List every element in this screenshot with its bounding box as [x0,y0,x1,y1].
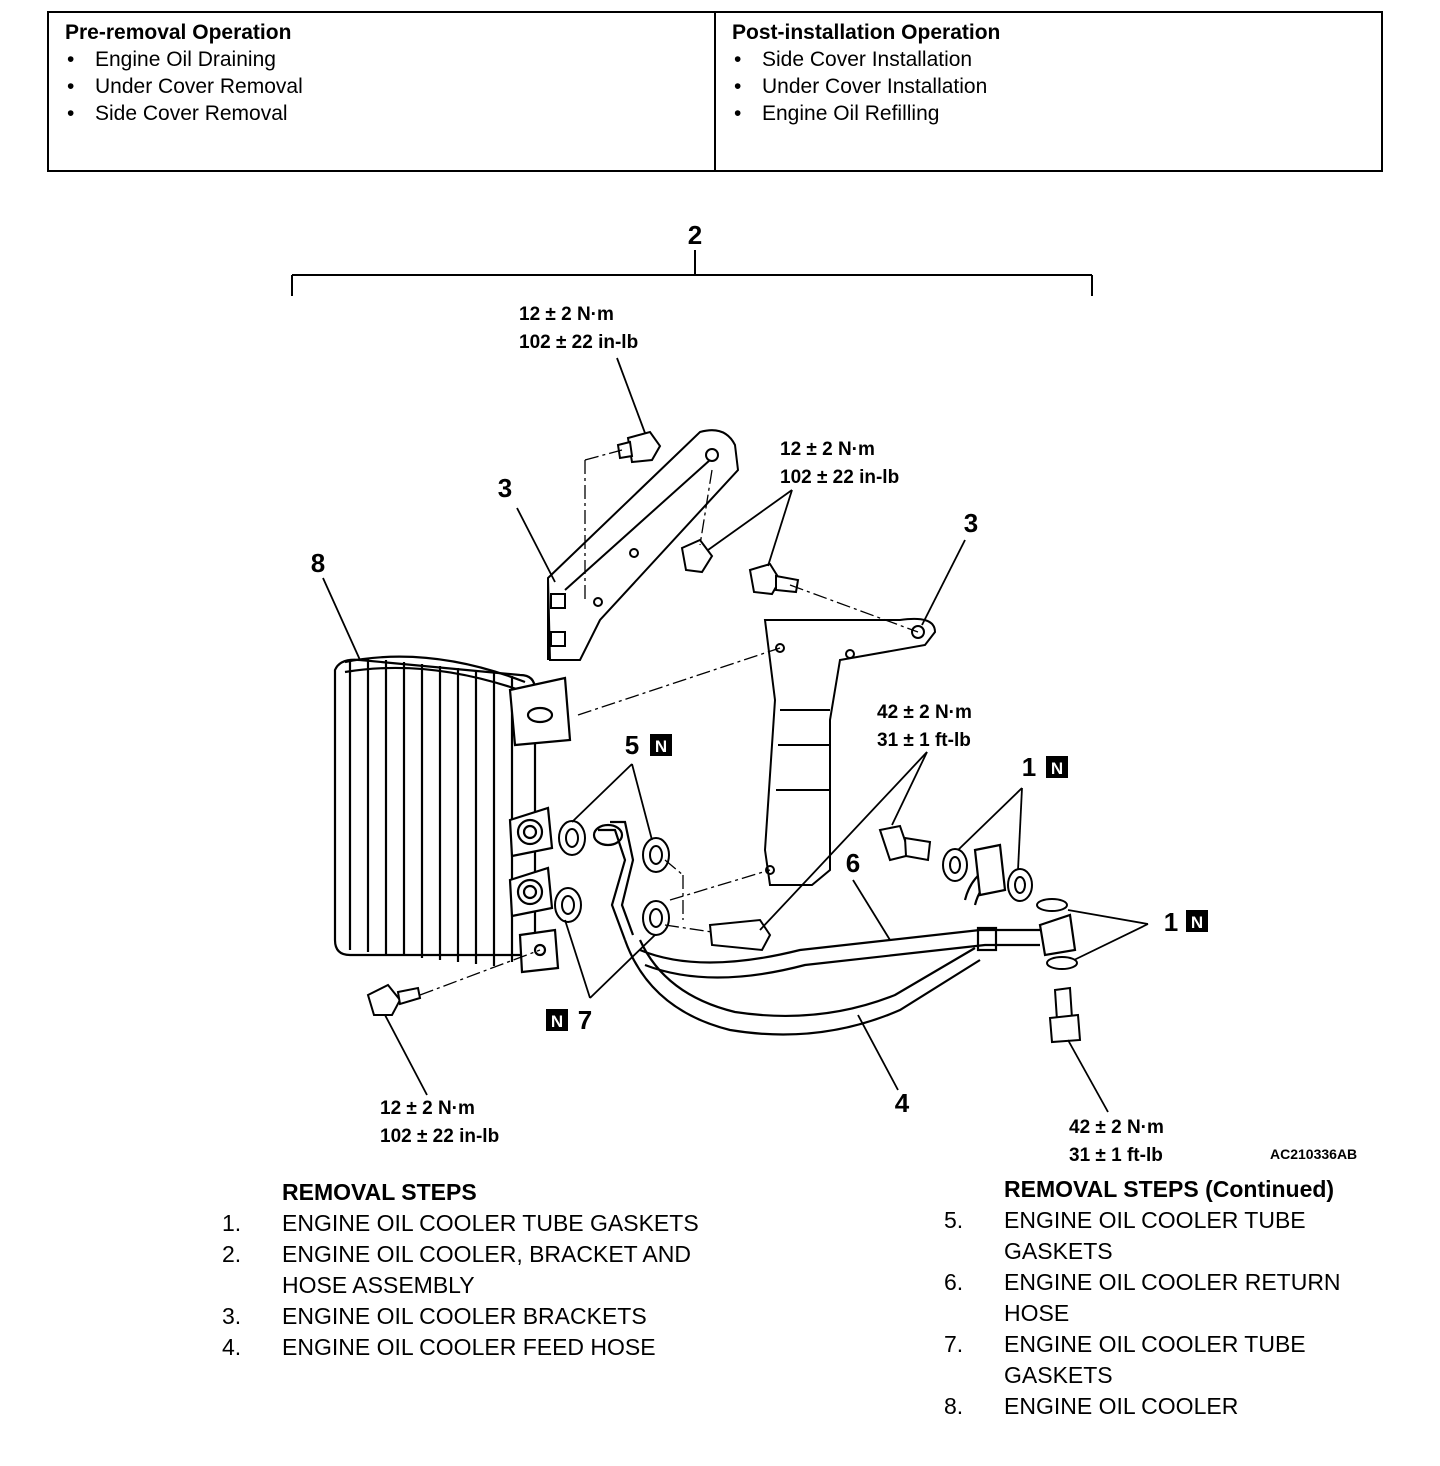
new-part-marks: N N N N [546,734,1208,1031]
torque-bracket-bolts-nm: 12 ± 2 N·m [780,439,875,460]
torque-eye-bolts-lb: 31 ± 1 ft-lb [877,730,971,751]
eye-bolt-part [708,824,932,952]
step-number: 3. [222,1303,242,1329]
left-bracket-part [546,429,740,661]
removal-step: 5. ENGINE OIL COOLER TUBE GASKETS [944,1205,1404,1267]
step-number: 4. [222,1334,242,1360]
torque-bracket-bolts-lb: 102 ± 22 in-lb [780,467,899,488]
svg-text:N: N [1191,913,1203,932]
bracket-bolt-part [680,538,800,596]
hose-parts [592,820,1077,1036]
step-text: ENGINE OIL COOLER RETURN HOSE [1004,1269,1341,1326]
callout-3-left: 3 [498,473,512,503]
torque-eye-bolts-nm: 42 ± 2 N·m [877,702,972,723]
step-number: 8. [944,1393,964,1419]
pre-removal-list: Engine Oil Draining Under Cover Removal … [65,46,714,127]
torque-lower-eye-bolt-nm: 42 ± 2 N·m [1069,1117,1164,1138]
removal-step: 2. ENGINE OIL COOLER, BRACKET AND HOSE AS… [222,1239,722,1301]
callout-7: 7 [578,1005,592,1035]
post-installation-column: Post-installation Operation Side Cover I… [714,13,1381,170]
pre-removal-item: Under Cover Removal [65,73,714,100]
step-number: 7. [944,1331,964,1357]
torque-cooler-bolt-nm: 12 ± 2 N·m [380,1098,475,1119]
callout-1-upper: 1 [1022,752,1036,782]
pre-removal-heading: Pre-removal Operation [65,21,292,44]
callout-3-right: 3 [964,508,978,538]
oil-cooler-part [333,655,572,974]
step-text: ENGINE OIL COOLER [1004,1393,1239,1419]
step-text: ENGINE OIL COOLER FEED HOSE [282,1334,656,1360]
callout-labels: 2 3 3 8 5 1 1 6 7 4 [311,220,1178,1118]
cooler-bolt-part [366,983,422,1016]
operations-table: Pre-removal Operation Engine Oil Drainin… [47,11,1383,172]
callout-6: 6 [846,848,860,878]
svg-text:N: N [655,737,667,756]
removal-steps-heading: REMOVAL STEPS [282,1179,477,1205]
callout-5: 5 [625,730,639,760]
removal-step: 7. ENGINE OIL COOLER TUBE GASKETS [944,1329,1404,1391]
alignment-lines [419,449,919,996]
step-text: ENGINE OIL COOLER TUBE GASKETS [282,1210,699,1236]
callout-4: 4 [895,1088,910,1118]
step-number: 1. [222,1210,242,1236]
new-part-mark-1-lower: N [1186,910,1208,932]
step-number: 6. [944,1269,964,1295]
post-installation-heading: Post-installation Operation [732,21,1001,44]
right-bracket-part [763,617,937,886]
new-part-mark-5: N [650,734,672,756]
lower-eye-bolt-part [1048,986,1082,1044]
pre-removal-column: Pre-removal Operation Engine Oil Drainin… [49,13,714,170]
removal-step: 6. ENGINE OIL COOLER RETURN HOSE [944,1267,1404,1329]
svg-text:N: N [551,1012,563,1031]
torque-cooler-bolt-lb: 102 ± 22 in-lb [380,1126,499,1147]
step-number: 2. [222,1241,242,1267]
callout-2: 2 [688,220,702,250]
gasket-parts [554,820,1078,970]
step-text: ENGINE OIL COOLER, BRACKET AND HOSE ASSE… [282,1241,691,1298]
pre-removal-item: Side Cover Removal [65,100,714,127]
torque-lower-eye-bolt-lb: 31 ± 1 ft-lb [1069,1145,1163,1166]
post-installation-list: Side Cover Installation Under Cover Inst… [732,46,1381,127]
step-text: ENGINE OIL COOLER BRACKETS [282,1303,647,1329]
leader-lines [322,357,1149,1113]
svg-text:N: N [1051,759,1063,778]
removal-steps-continued-heading: REMOVAL STEPS (Continued) [1004,1176,1335,1202]
pre-removal-item: Engine Oil Draining [65,46,714,73]
post-installation-item: Engine Oil Refilling [732,100,1381,127]
new-part-mark-1-upper: N [1046,756,1068,778]
oil-cooler-exploded-diagram: 2 3 3 8 5 1 1 6 7 4 N N N N 12 ± 2 N·m 1… [291,220,1357,1166]
step-text: ENGINE OIL COOLER TUBE GASKETS [1004,1207,1306,1264]
figure-code: AC210336AB [1270,1146,1357,1162]
removal-steps-continued-list: REMOVAL STEPS (Continued) 5. ENGINE OIL C… [944,1174,1404,1422]
torque-top-bolt-nm: 12 ± 2 N·m [519,304,614,325]
removal-step: 4. ENGINE OIL COOLER FEED HOSE [222,1332,722,1363]
callout-8: 8 [311,548,325,578]
removal-step: 1. ENGINE OIL COOLER TUBE GASKETS [222,1208,722,1239]
callout-1-lower: 1 [1164,907,1178,937]
step-text: ENGINE OIL COOLER TUBE GASKETS [1004,1331,1306,1388]
assembly-bracket-line [291,250,1093,296]
torque-labels: 12 ± 2 N·m 102 ± 22 in-lb 12 ± 2 N·m 102… [380,304,1357,1166]
removal-step: 8. ENGINE OIL COOLER [944,1391,1404,1422]
post-installation-item: Under Cover Installation [732,73,1381,100]
new-part-mark-7: N [546,1009,568,1031]
removal-steps-list: REMOVAL STEPS 1. ENGINE OIL COOLER TUBE G… [222,1177,722,1363]
post-installation-item: Side Cover Installation [732,46,1381,73]
removal-step: 3. ENGINE OIL COOLER BRACKETS [222,1301,722,1332]
top-bolt-part [616,430,662,464]
torque-top-bolt-lb: 102 ± 22 in-lb [519,332,638,353]
step-number: 5. [944,1207,964,1233]
